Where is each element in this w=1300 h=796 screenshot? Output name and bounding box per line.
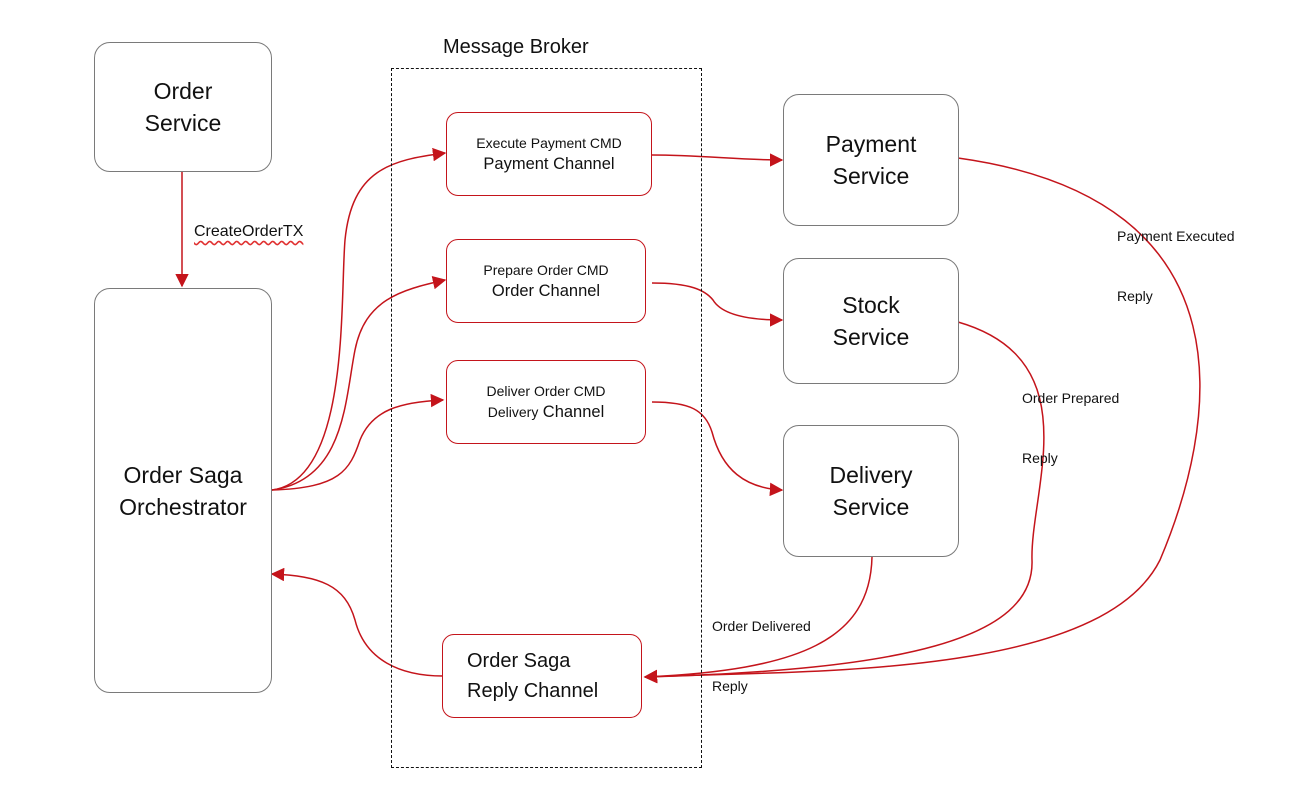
- order-saga-orchestrator-node[interactable]: Order Saga Orchestrator: [94, 288, 272, 693]
- order-service-line2: Service: [144, 110, 222, 136]
- delivery-service-reply-arrow: [643, 556, 873, 684]
- stock-service-node[interactable]: Stock Service: [783, 258, 959, 384]
- payment-service-line2: Service: [832, 163, 910, 189]
- payment-reply-label: Payment Executed Reply: [1117, 186, 1235, 326]
- order-channel-cmd: Prepare Order CMD: [483, 262, 609, 278]
- stock-reply-label-line1: Order Prepared: [1022, 390, 1120, 406]
- orchestrator-to-delivery-channel-arrow: [271, 393, 445, 491]
- payment-reply-label-line2: Reply: [1117, 288, 1153, 304]
- orchestrator-line2: Orchestrator: [119, 493, 247, 520]
- payment-channel-cmd: Execute Payment CMD: [476, 135, 622, 151]
- stock-reply-label: Order Prepared Reply: [1022, 348, 1119, 488]
- order-channel-to-stock-service-arrow: [651, 282, 784, 327]
- delivery-channel-to-delivery-service-arrow: [651, 401, 784, 497]
- stock-service-reply-arrow: [643, 321, 1045, 684]
- orchestrator-line1: Order Saga: [123, 461, 243, 488]
- delivery-service-line1: Delivery: [829, 462, 913, 488]
- broker-title: Message Broker: [443, 36, 589, 58]
- stock-service-line2: Service: [832, 324, 910, 350]
- delivery-channel-name: Delivery Channel: [488, 401, 605, 423]
- payment-service-reply-arrow: [643, 157, 1201, 684]
- payment-reply-label-line1: Payment Executed: [1117, 228, 1235, 244]
- delivery-channel-name-prefix: Delivery: [487, 404, 539, 420]
- payment-channel-name: Payment Channel: [483, 155, 615, 173]
- order-channel-node[interactable]: Prepare Order CMD Order Channel: [446, 239, 646, 323]
- orchestrator-to-order-channel-arrow: [271, 276, 447, 491]
- order-service-line1: Order: [153, 78, 213, 104]
- payment-channel-to-payment-service-arrow: [651, 153, 784, 167]
- stock-service-line1: Stock: [842, 292, 900, 318]
- stock-reply-label-line2: Reply: [1022, 450, 1058, 466]
- message-broker-frame: [391, 68, 702, 768]
- delivery-reply-label-line1: Order Delivered: [712, 618, 811, 634]
- payment-service-line1: Payment: [825, 131, 917, 157]
- delivery-reply-label: Order Delivered Reply: [712, 576, 811, 716]
- reply-channel-line1: Order Saga: [467, 650, 571, 672]
- delivery-channel-node[interactable]: Deliver Order CMD Delivery Channel: [446, 360, 646, 444]
- delivery-reply-label-line2: Reply: [712, 678, 748, 694]
- order-service-node[interactable]: Order Service: [94, 42, 272, 172]
- delivery-channel-cmd: Deliver Order CMD: [486, 383, 606, 399]
- delivery-service-line2: Service: [832, 494, 910, 520]
- reply-channel-to-orchestrator-arrow: [270, 567, 444, 677]
- delivery-channel-name-suffix: Channel: [542, 403, 605, 421]
- delivery-service-node[interactable]: Delivery Service: [783, 425, 959, 557]
- order-channel-name: Order Channel: [491, 282, 601, 300]
- order-saga-reply-channel-node[interactable]: Order Saga Reply Channel: [442, 634, 642, 718]
- create-order-label: CreateOrderTX: [194, 223, 304, 240]
- reply-channel-line2: Reply Channel: [467, 680, 599, 702]
- payment-service-node[interactable]: Payment Service: [783, 94, 959, 226]
- payment-channel-node[interactable]: Execute Payment CMD Payment Channel: [446, 112, 652, 196]
